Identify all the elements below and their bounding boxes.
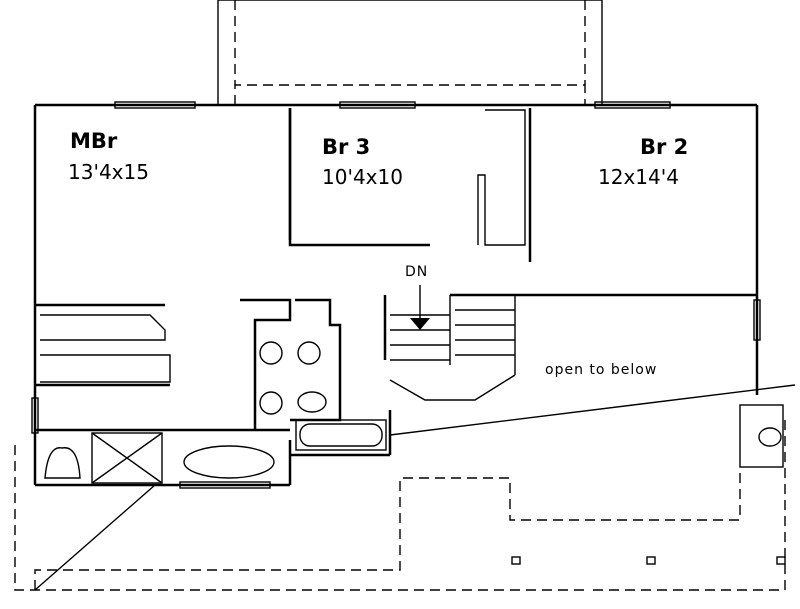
open-to-below-edge <box>389 384 796 436</box>
interior-walls <box>35 108 757 484</box>
windows <box>31 101 761 489</box>
room-name: Br 2 <box>640 135 688 159</box>
room-size: 13'4x15 <box>68 160 149 184</box>
room-br2: Br 2 12x14'4 <box>598 135 688 189</box>
closets <box>40 109 526 383</box>
top-balcony <box>217 0 603 105</box>
open-to-below-label: open to below <box>545 362 657 378</box>
room-size: 12x14'4 <box>598 165 679 189</box>
arrowhead-icon <box>410 318 430 330</box>
room-size: 10'4x10 <box>322 165 403 189</box>
stairs <box>383 285 520 401</box>
exterior-walls <box>33 103 759 487</box>
lower-deck-outline <box>14 420 786 591</box>
room-mbr: MBr 13'4x15 <box>68 129 149 184</box>
room-name: MBr <box>70 129 118 153</box>
room-name: Br 3 <box>322 135 370 159</box>
fixtures <box>44 341 784 479</box>
room-br3: Br 3 10'4x10 <box>322 135 403 189</box>
stair-down-label: DN <box>405 264 428 280</box>
